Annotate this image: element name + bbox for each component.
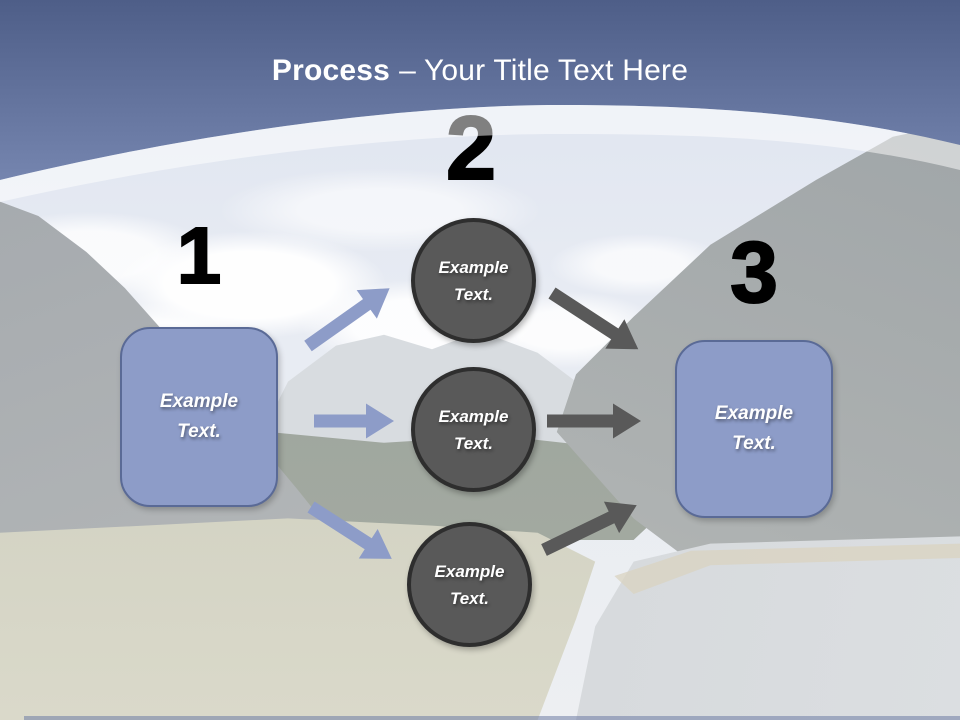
header-band-shape [0,0,960,180]
step-number-3: 3 [729,225,779,321]
step-number-1: 1 [176,211,223,300]
title-subtext: – Your Title Text Here [399,54,689,87]
bottom-accent-strip [24,716,960,720]
shape-label-line1: Example [438,257,509,277]
process-circle-3: Example Text. [407,522,532,647]
shape-label: Example Text. [715,399,793,459]
process-start-box: Example Text. [120,327,278,507]
shape-label-line1: Example [714,403,794,424]
arrow-blue-down [307,501,392,559]
arrow-gray-up [541,501,637,556]
arrow-gray-middle [547,403,641,439]
shape-label-line2: Text. [453,433,494,453]
arrow-blue-middle [314,403,394,439]
header-band [0,0,960,202]
slide-title: Process – Your Title Text Here [0,54,960,88]
shape-label: Example Text. [435,558,505,612]
shape-label-line1: Example [159,391,239,412]
shape-label-line1: Example [434,561,505,581]
process-end-box: Example Text. [675,340,833,518]
process-circle-2: Example Text. [411,367,536,492]
shape-label-line1: Example [438,406,509,426]
header-band-highlight-arc [0,105,960,202]
shape-label-line2: Text. [732,433,776,454]
shape-label-line2: Text. [453,284,494,304]
shape-label-line2: Text. [449,588,490,608]
shape-label: Example Text. [439,254,509,308]
shape-label: Example Text. [160,387,238,447]
arrow-gray-down [548,287,639,350]
process-circle-1: Example Text. [411,218,536,343]
shape-label: Example Text. [439,403,509,457]
arrow-blue-up [304,288,390,352]
shape-label-line2: Text. [177,421,221,442]
title-emphasis: Process [271,54,391,87]
